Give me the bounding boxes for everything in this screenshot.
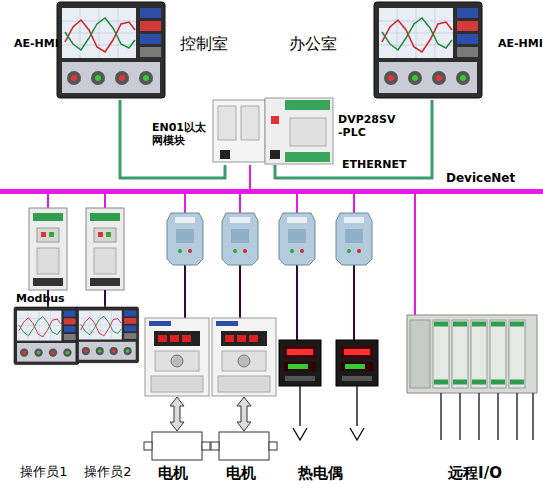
modbus-module-1 bbox=[29, 208, 67, 290]
adapter-3 bbox=[279, 213, 315, 265]
operator-hmi bbox=[14, 307, 79, 365]
device-node: 热电偶 bbox=[275, 340, 380, 485]
terminal-block bbox=[285, 100, 330, 110]
status-led bbox=[271, 116, 279, 124]
terminal-block bbox=[434, 324, 524, 382]
node-label: AE-HMI bbox=[498, 38, 543, 51]
plc-body bbox=[265, 98, 333, 164]
node-label: 操作员1 bbox=[8, 465, 80, 480]
plc-panel bbox=[290, 118, 326, 146]
device-node: 办公室 AE-HMI bbox=[285, 0, 543, 100]
device-node: 电机 bbox=[211, 318, 281, 485]
network-cable bbox=[249, 165, 251, 189]
hmi-control-room bbox=[57, 2, 165, 98]
device-node: DeviceNet bbox=[0, 189, 543, 194]
device-node: 操作员1 bbox=[8, 305, 80, 485]
node-label: 控制室 bbox=[180, 35, 230, 53]
adapter-4 bbox=[336, 213, 372, 265]
ethernet-module bbox=[213, 100, 265, 162]
node-label: DVP28SV-PLC bbox=[338, 114, 398, 139]
adapter-1 bbox=[167, 213, 203, 265]
node-label: 办公室 bbox=[289, 35, 341, 53]
node-label: 操作员2 bbox=[76, 465, 140, 480]
remote-io-rack bbox=[407, 315, 537, 393]
module-panel bbox=[241, 106, 259, 140]
controller-1 bbox=[279, 340, 321, 386]
device-node: AE-HMI 控制室 bbox=[14, 0, 230, 100]
thermocouple-probe bbox=[293, 386, 364, 440]
controller-2 bbox=[336, 340, 378, 386]
node-label: EN01以太网模块 bbox=[152, 122, 210, 147]
device-node: 远程I/O bbox=[405, 315, 540, 485]
hmi-office bbox=[374, 2, 482, 98]
device-node: 操作员2 bbox=[76, 305, 140, 485]
node-label: 电机 bbox=[211, 465, 271, 482]
node-label: 电机 bbox=[143, 465, 203, 482]
network-label: ETHERNET bbox=[342, 158, 406, 171]
device-node: 电机 bbox=[143, 318, 213, 485]
coupling-arrow bbox=[237, 397, 251, 431]
node-label: 远程I/O bbox=[405, 465, 543, 482]
network-cable bbox=[120, 100, 225, 178]
io-module bbox=[410, 320, 430, 388]
operator-hmi bbox=[76, 307, 139, 363]
drive-1 bbox=[145, 318, 209, 396]
io-module bbox=[452, 320, 468, 388]
node-label: DeviceNet bbox=[446, 172, 526, 186]
io-module bbox=[509, 320, 525, 388]
adapter-2 bbox=[222, 213, 258, 265]
node-label: 热电偶 bbox=[275, 465, 365, 482]
io-module bbox=[490, 320, 506, 388]
node-label: AE-HMI bbox=[14, 38, 60, 51]
motor-symbol bbox=[152, 432, 202, 460]
motor-shaft bbox=[211, 442, 219, 450]
terminal-block bbox=[285, 152, 330, 162]
motor-symbol bbox=[219, 432, 269, 460]
io-wire bbox=[441, 393, 533, 440]
io-module bbox=[471, 320, 487, 388]
network-cable bbox=[414, 194, 416, 315]
io-module bbox=[433, 320, 449, 388]
module-panel bbox=[218, 106, 236, 140]
coupling-arrow bbox=[170, 397, 184, 431]
ethernet-port bbox=[220, 150, 230, 159]
motor-shaft bbox=[202, 442, 210, 450]
modbus-module-2 bbox=[86, 208, 124, 290]
drive-2 bbox=[212, 318, 276, 396]
edge-label: Modbus bbox=[16, 292, 65, 305]
motor-shaft bbox=[144, 442, 152, 450]
ethernet-port bbox=[270, 150, 280, 159]
device-node: EN01以太网模块 DVP28SV-PLC bbox=[148, 98, 410, 165]
motor-shaft bbox=[269, 442, 277, 450]
